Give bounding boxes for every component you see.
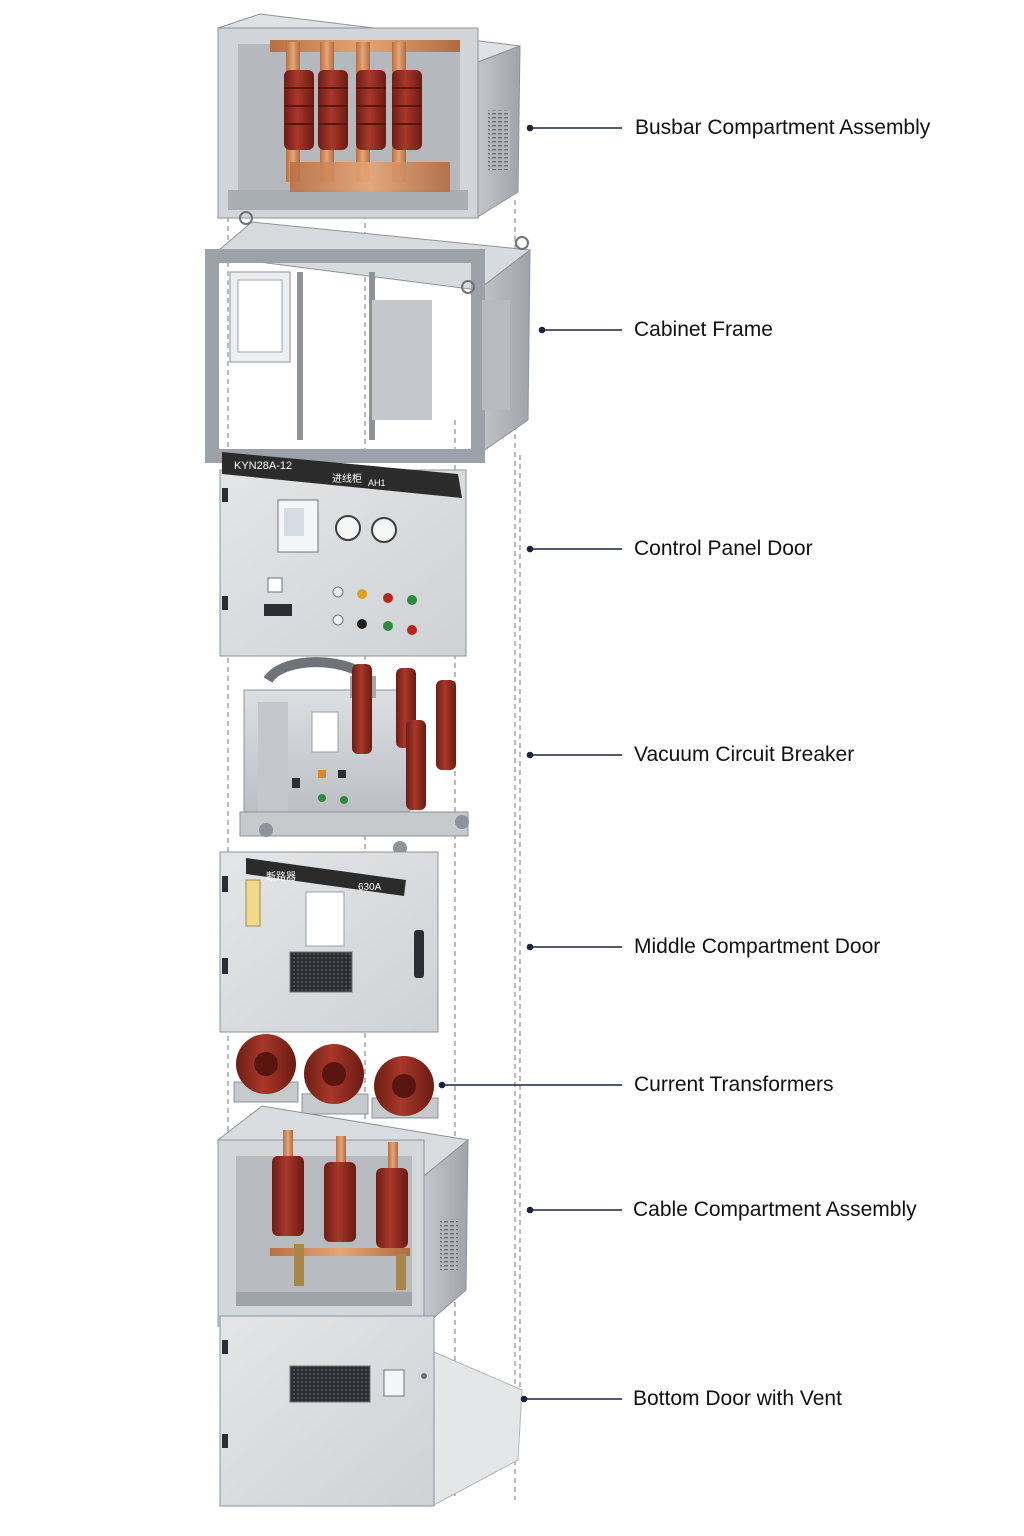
current-transformers <box>233 1034 439 1119</box>
label-cable-compartment: Cable Compartment Assembly <box>633 1198 917 1221</box>
panel-model: KYN28A-12 <box>234 460 292 472</box>
panel-name: 进线柜 <box>332 472 362 485</box>
control-panel-door: KYN28A-12 进线柜 AH1 <box>219 452 467 657</box>
busbar-phases <box>270 40 460 192</box>
label-middle-compartment-door: Middle Compartment Door <box>634 935 881 958</box>
busbar-compartment-assembly <box>217 13 521 219</box>
panel-code: AH1 <box>368 478 386 488</box>
door-rating: 630A <box>358 882 382 893</box>
cabinet-frame <box>205 211 532 463</box>
label-busbar-compartment: Busbar Compartment Assembly <box>635 116 931 139</box>
label-cabinet-frame: Cabinet Frame <box>634 318 773 341</box>
label-control-panel-door: Control Panel Door <box>634 537 813 560</box>
label-vacuum-circuit-breaker: Vacuum Circuit Breaker <box>634 743 855 766</box>
bottom-door-with-vent <box>219 1315 523 1507</box>
door-name: 断路器 <box>266 870 296 883</box>
vacuum-circuit-breaker <box>239 657 469 855</box>
middle-compartment-door: 断路器 630A <box>219 851 439 1033</box>
label-current-transformers: Current Transformers <box>634 1073 834 1096</box>
callout-leaders <box>438 124 622 1403</box>
cable-compartment-assembly <box>216 1105 470 1328</box>
label-bottom-door-with-vent: Bottom Door with Vent <box>633 1387 842 1410</box>
